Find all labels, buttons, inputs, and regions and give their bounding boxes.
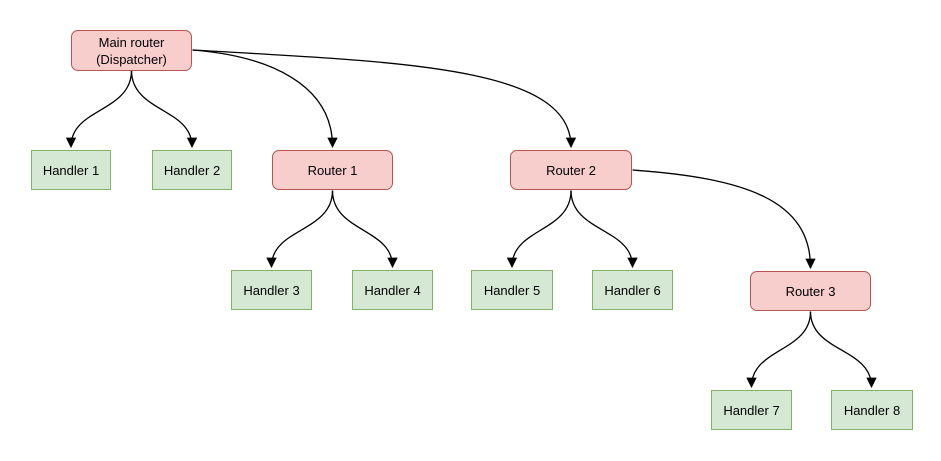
node-handler-6: Handler 6 — [592, 270, 673, 310]
edge-router1-to-handler4 — [331, 190, 398, 269]
node-label: Handler 8 — [843, 402, 901, 418]
node-label: Main router (Dispatcher) — [96, 34, 167, 67]
node-label: Handler 1 — [42, 162, 100, 178]
node-handler-5: Handler 5 — [471, 270, 553, 310]
node-router-2: Router 2 — [510, 150, 632, 190]
node-handler-1: Handler 1 — [31, 150, 111, 190]
node-label: Handler 3 — [243, 282, 300, 298]
node-label: Handler 7 — [723, 402, 780, 418]
edge-main-to-handler1 — [65, 70, 133, 149]
node-handler-4: Handler 4 — [352, 270, 433, 310]
node-handler-3: Handler 3 — [231, 270, 312, 310]
node-main-router-dispatcher: Main router (Dispatcher) — [71, 30, 192, 71]
edge-router2-to-handler6 — [570, 190, 638, 269]
node-label: Handler 4 — [364, 282, 421, 298]
node-label: Handler 6 — [604, 282, 661, 298]
node-handler-8: Handler 8 — [831, 390, 913, 430]
node-label: Handler 5 — [483, 282, 541, 298]
edge-main-to-router1 — [192, 49, 338, 149]
node-label: Handler 2 — [163, 162, 221, 178]
node-router-1: Router 1 — [272, 150, 393, 190]
edge-router3-to-handler7 — [746, 311, 812, 389]
edge-router2-to-handler5 — [506, 190, 572, 269]
node-label: Router 3 — [785, 283, 836, 299]
node-router-3: Router 3 — [750, 271, 871, 311]
node-label: Router 1 — [307, 162, 358, 178]
node-label: Router 2 — [546, 162, 596, 178]
edge-router3-to-handler8 — [809, 311, 877, 389]
node-handler-7: Handler 7 — [711, 390, 792, 430]
node-handler-2: Handler 2 — [152, 150, 232, 190]
edge-main-to-handler2 — [130, 70, 198, 149]
edge-router1-to-handler3 — [266, 190, 334, 269]
edge-router2-to-router3 — [632, 169, 816, 270]
edge-main-to-router2 — [192, 49, 577, 149]
